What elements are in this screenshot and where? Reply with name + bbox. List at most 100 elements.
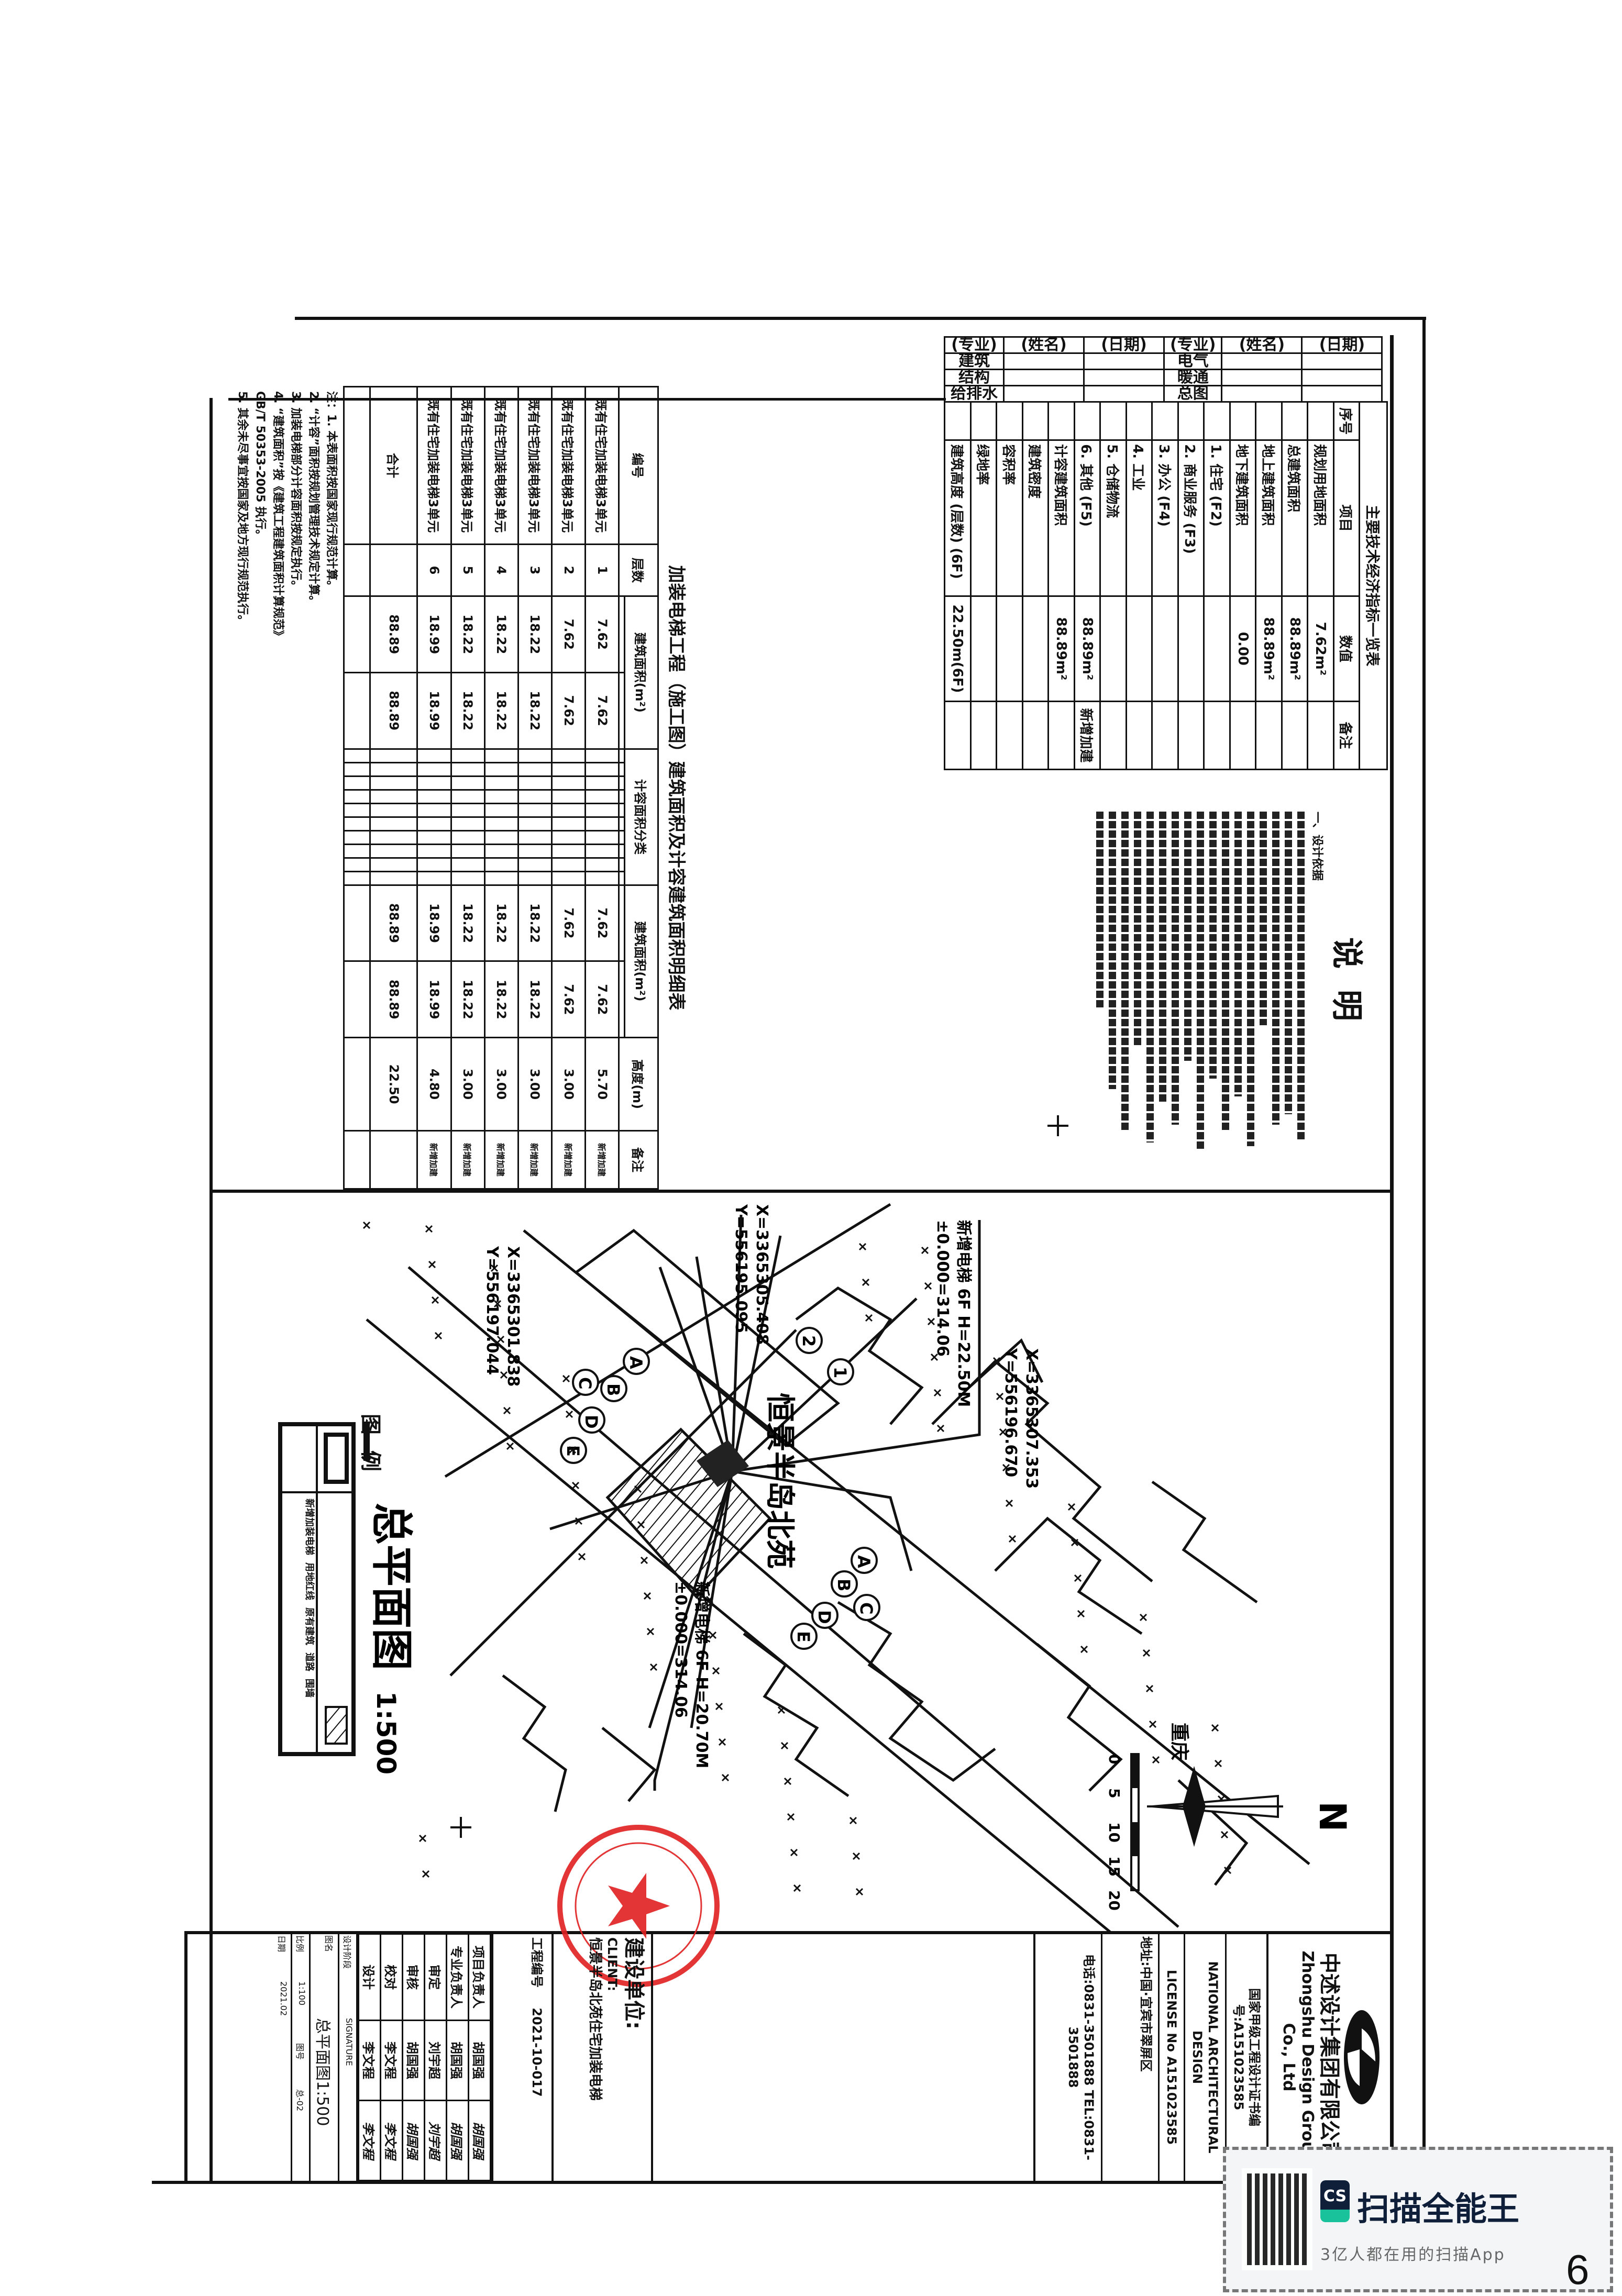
site-plan-scale: 1:500 [371,1691,401,1774]
cs-badge-icon: CS [1320,2180,1350,2222]
scanner-watermark: CS 扫描全能王 3亿人都在用的扫描App [1223,2147,1613,2292]
role-name: 李文程 [358,2020,381,2101]
elevation-mark [1149,1720,1157,1728]
elevation-mark [924,1282,932,1290]
building-label: 新增电梯 6F H=22.50M [954,1220,973,1407]
elevation-mark [575,1517,583,1525]
scale-bar [1130,1753,1140,1891]
project-no-label: 工程编号 [529,1937,544,1988]
coordinate-x: X=3365301.838 [504,1246,522,1387]
legend-hatch-icon [325,1706,348,1745]
leader-line [732,1220,981,1473]
existing-building [601,1727,657,1802]
elevation-mark [784,1777,792,1785]
license-number: LICENSE No A151023585 [1158,1933,1184,2181]
elevation-mark [921,1246,929,1255]
elevation-mark [1080,1645,1088,1654]
legend-item: 道路 [304,1652,315,1671]
signoff-header: (姓名) [1221,336,1303,354]
scale-tick: 5 [1106,1788,1123,1798]
role-signature: 李文程 [380,2100,403,2181]
svg-text:D: D [581,1415,601,1429]
elevation-mark [930,1353,939,1361]
license-cn: 国家甲级工程设计证书编号:A151023585 [1225,1933,1266,2181]
coordinate-y: Y=556195.095 [732,1204,750,1333]
elevation-mark [503,1406,511,1415]
svg-text:E: E [793,1631,813,1643]
drawing-name: 总平面图1:500 [313,2018,332,2126]
role-name: 刘宇超 [424,2020,447,2101]
discipline: 结构 [944,369,1005,386]
elevation-mark [1139,1613,1147,1622]
existing-building [968,1338,1044,1389]
role-label: 设计 [358,1934,381,2021]
signoff-header: (专业) [944,336,1005,354]
leader-line [658,1267,734,1472]
titleblock-left [184,1931,187,2182]
role-signature: 刘宇超 [424,2100,447,2181]
new-building-hatch [605,1427,772,1599]
date-label: 日期 [277,1935,286,1953]
road-edge [366,1318,1111,1933]
legend-item: 围墙 [304,1679,315,1698]
page-number: 6 [1566,2246,1590,2293]
existing-building [743,1633,849,1798]
role-signature: 胡国强 [446,2100,469,2181]
leader-line [731,1235,782,1472]
building-datum: ±0.000=314.06 [671,1581,690,1718]
existing-building [1036,1643,1123,1792]
elevation-mark [490,1264,499,1272]
elevation-mark [568,1446,577,1454]
unit-marker: C [853,1594,880,1621]
frame-left-top [228,398,946,401]
project-number-section: 工程编号 2021-10-017 [491,1933,551,2181]
elevation-mark [718,1738,726,1746]
elevation-mark [715,1702,723,1711]
elevation-mark [1067,1503,1076,1511]
existing-building [837,1601,996,1782]
existing-building [1151,1480,1258,1604]
discipline: 暖通 [1163,369,1223,386]
drawing-name-label: 图名 [324,1935,334,1953]
elevation-mark [637,1521,645,1529]
elevation-mark [422,1870,430,1878]
unit-marker: C [572,1369,599,1396]
elevation-mark [1142,1649,1151,1657]
elevation-mark [646,1627,655,1636]
elevation-mark [565,1410,573,1418]
titleblock-top [184,1931,1393,1934]
signoff-table: (专业) (姓名) (日期) (专业) (姓名) (日期) 建筑电气 结构暖通 … [944,336,1383,403]
svg-text:B: B [603,1383,623,1396]
svg-text:B: B [834,1579,854,1591]
signature-header: SIGNATURE [344,2018,354,2066]
leader-line [695,1256,734,1472]
role-signature: 李文程 [358,2100,381,2181]
elevation-mark [852,1852,860,1860]
signoff-header: (姓名) [1003,336,1085,354]
unit-marker: D [578,1406,605,1434]
elevation-mark [855,1888,864,1896]
elevation-mark [1077,1610,1085,1618]
leader-line [731,1297,918,1472]
frame-bottom [152,2181,1426,2184]
elevation-mark [493,1300,502,1308]
unit-marker: B [831,1570,858,1598]
elevation-mark [1152,1756,1160,1764]
app-tagline: 3亿人都在用的扫描App [1320,2246,1506,2264]
elevation-mark [1211,1724,1219,1732]
svg-text:1: 1 [830,1367,850,1378]
svg-text:2: 2 [799,1335,819,1347]
role-label: 专业负责人 [446,1934,469,2021]
role-label: 审核 [402,1934,425,2021]
elevation-mark [793,1884,801,1892]
elevation-mark [996,1392,1004,1401]
existing-building [502,1674,567,1812]
elevation-mark [1071,1538,1079,1547]
frame-inner-right [1390,335,1394,2183]
elevation-mark [634,1485,642,1493]
legend-items: 新增加装电梯 用地红线 原有建筑 道路 围墙 [280,1499,317,1753]
elevation-mark [1220,1831,1229,1839]
legend-item: 用地红线 [304,1562,315,1600]
elevation-mark [578,1552,586,1561]
